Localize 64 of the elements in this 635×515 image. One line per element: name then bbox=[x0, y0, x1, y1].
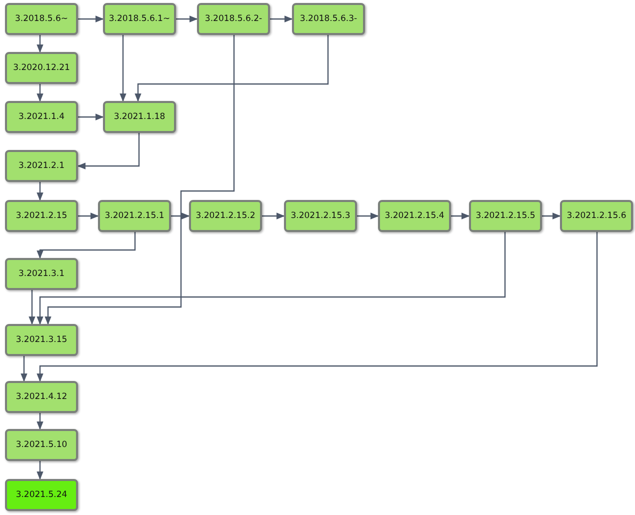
arrow bbox=[77, 133, 140, 170]
arrow bbox=[176, 16, 198, 22]
process-box bbox=[5, 150, 78, 182]
arrow bbox=[262, 212, 285, 220]
node-label: 3.2021.2.15.4 bbox=[384, 211, 444, 221]
node-label: 3.2021.2.15.6 bbox=[566, 211, 626, 221]
process-box bbox=[5, 200, 78, 232]
node-label: 3.2021.5.10 bbox=[16, 440, 68, 450]
node-label: 3.2021.2.15.5 bbox=[476, 211, 536, 221]
node-label: 3.2021.4.12 bbox=[16, 392, 68, 402]
arrow bbox=[171, 212, 190, 220]
arrow bbox=[36, 35, 44, 53]
process-box bbox=[5, 101, 78, 133]
process-box bbox=[292, 3, 365, 35]
process-box bbox=[5, 479, 78, 511]
process-box bbox=[98, 200, 171, 232]
process-box bbox=[5, 258, 78, 290]
process-box bbox=[103, 3, 176, 35]
arrow bbox=[78, 114, 104, 120]
process-box bbox=[189, 200, 262, 232]
process-box bbox=[378, 200, 451, 232]
process-box bbox=[469, 200, 542, 232]
node-label: 3.2021.2.15.1 bbox=[104, 211, 164, 221]
arrow bbox=[20, 356, 28, 382]
node-label: 3.2018.5.6~ bbox=[14, 14, 68, 24]
node-label: 3.2018.5.6.2- bbox=[204, 14, 262, 24]
arrow bbox=[120, 35, 126, 102]
process-box bbox=[197, 3, 270, 35]
arrow bbox=[78, 212, 99, 220]
arrow bbox=[36, 84, 44, 102]
arrow bbox=[36, 232, 598, 382]
node-label: 3.2021.5.24 bbox=[16, 490, 68, 500]
node-label: 3.2018.5.6.1~ bbox=[108, 14, 170, 24]
arrow bbox=[28, 290, 36, 325]
node-label: 3.2021.1.18 bbox=[114, 112, 166, 122]
process-box bbox=[5, 324, 78, 356]
node-label: 3.2020.12.21 bbox=[13, 63, 70, 73]
arrow bbox=[36, 232, 506, 325]
arrow bbox=[78, 16, 104, 22]
process-box bbox=[5, 52, 78, 84]
process-box bbox=[5, 429, 78, 461]
arrow bbox=[134, 35, 329, 102]
process-box bbox=[284, 200, 357, 232]
arrow bbox=[36, 182, 44, 201]
process-box bbox=[103, 101, 176, 133]
process-box bbox=[5, 381, 78, 413]
arrow bbox=[36, 232, 136, 259]
arrow bbox=[44, 35, 235, 325]
node-label: 3.2021.1.4 bbox=[18, 112, 64, 122]
node-label: 3.2021.3.1 bbox=[18, 269, 64, 279]
arrow bbox=[451, 212, 470, 220]
process-box bbox=[560, 200, 633, 232]
process-box bbox=[5, 3, 78, 35]
arrow bbox=[357, 212, 379, 220]
node-label: 3.2021.2.1 bbox=[18, 161, 64, 171]
arrow bbox=[36, 413, 44, 430]
node-label: 3.2021.2.15 bbox=[16, 211, 68, 221]
node-label: 3.2021.3.15 bbox=[16, 335, 68, 345]
arrow bbox=[270, 16, 293, 22]
node-label: 3.2018.5.6.3- bbox=[300, 14, 358, 24]
node-label: 3.2021.2.15.2 bbox=[196, 211, 256, 221]
node-label: 3.2021.2.15.3 bbox=[290, 211, 350, 221]
arrow bbox=[36, 461, 44, 480]
arrow bbox=[542, 212, 561, 220]
